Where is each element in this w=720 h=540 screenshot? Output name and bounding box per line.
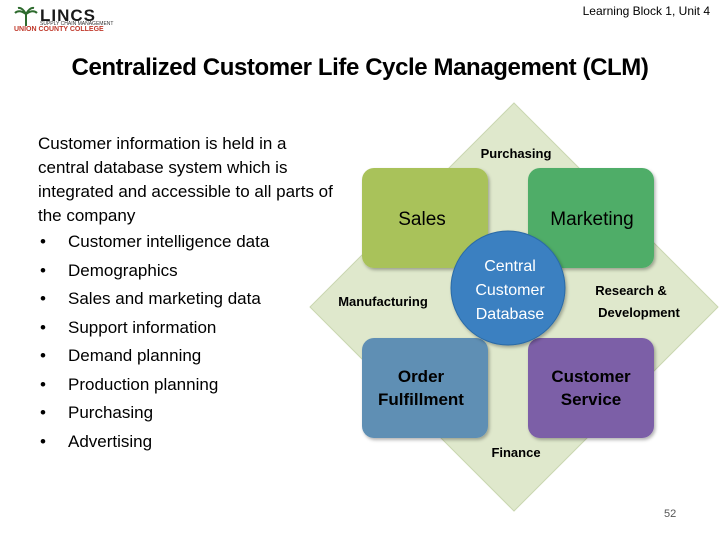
bullet-list: Customer intelligence data Demographics … <box>38 228 338 456</box>
center-label-line3: Database <box>476 306 545 323</box>
list-item: Sales and marketing data <box>38 285 338 314</box>
lincs-logo: LINCS SUPPLY CHAIN MANAGEMENT UNION COUN… <box>14 6 120 33</box>
list-item: Demand planning <box>38 342 338 371</box>
research-label-line2: Development <box>598 305 680 320</box>
center-label-line2: Customer <box>475 282 545 299</box>
research-label-line1: Research & <box>595 283 667 298</box>
center-label-line1: Central <box>484 258 536 275</box>
sales-label: Sales <box>398 209 446 230</box>
page-number: 52 <box>664 508 677 520</box>
list-item: Customer intelligence data <box>38 228 338 257</box>
logo-subtitle: SUPPLY CHAIN MANAGEMENT <box>40 21 114 27</box>
logo-college: UNION COUNTY COLLEGE <box>14 26 104 33</box>
customer-service-quadrant <box>528 338 654 438</box>
unit-label: Learning Block 1, Unit 4 <box>582 4 710 18</box>
list-item: Demographics <box>38 257 338 286</box>
central-database-circle <box>450 230 566 346</box>
order-label-line1: Order <box>398 367 445 386</box>
manufacturing-label: Manufacturing <box>338 294 428 309</box>
sales-quadrant <box>362 168 488 268</box>
finance-label: Finance <box>491 445 540 460</box>
intro-paragraph: Customer information is held in a centra… <box>38 134 333 225</box>
order-label-line2: Fulfillment <box>378 390 464 409</box>
service-label-line1: Customer <box>551 367 631 386</box>
list-item: Support information <box>38 314 338 343</box>
logo-title: LINCS <box>40 6 96 25</box>
purchasing-label: Purchasing <box>481 146 552 161</box>
order-fulfillment-quadrant <box>362 338 488 438</box>
marketing-quadrant <box>528 168 654 268</box>
marketing-label: Marketing <box>550 209 633 230</box>
body-text: Customer information is held in a centra… <box>38 132 338 456</box>
list-item: Advertising <box>38 428 338 457</box>
list-item: Production planning <box>38 371 338 400</box>
palm-tree-icon <box>14 6 38 26</box>
slide-title: Centralized Customer Life Cycle Manageme… <box>71 54 649 81</box>
list-item: Purchasing <box>38 399 338 428</box>
service-label-line2: Service <box>561 390 622 409</box>
